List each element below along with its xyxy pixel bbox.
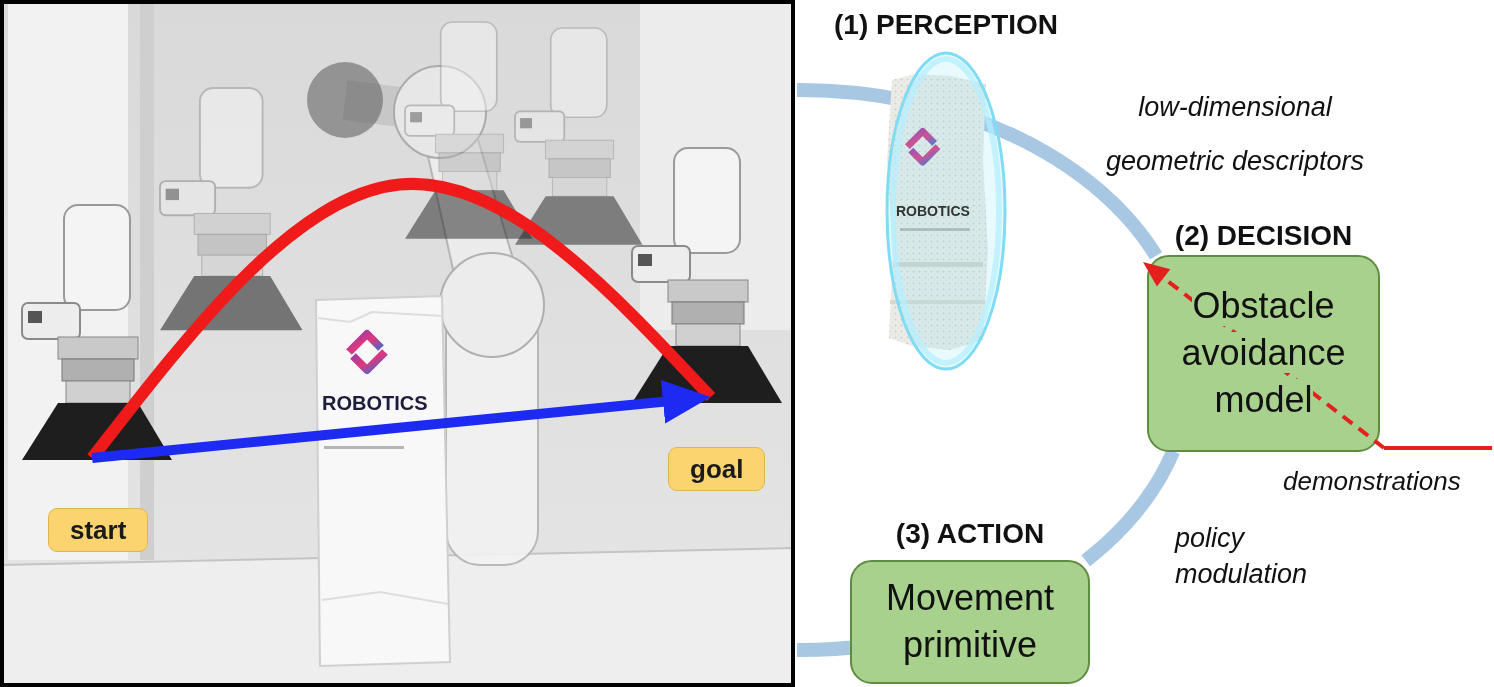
- photo-scene: [140, 0, 154, 560]
- cycle-connector: [1086, 451, 1174, 560]
- obstacle-box: [324, 446, 404, 449]
- obstacle-box: [322, 592, 448, 604]
- glow-ellipse: [884, 50, 1008, 372]
- gripper-poses: [515, 28, 643, 245]
- panel-frame: [2, 2, 793, 685]
- demonstration-arrow: [1143, 262, 1170, 287]
- body-line: Obstacle avoidance model: [1159, 283, 1368, 423]
- logo: [349, 334, 385, 370]
- photo-scene: [640, 0, 795, 330]
- logo: [353, 352, 385, 370]
- rounded-box: Obstacle avoidance model: [1147, 255, 1380, 452]
- edge-label: policy modulation: [1175, 520, 1315, 593]
- photo-scene: [0, 0, 795, 687]
- ellipse-glow: [893, 59, 999, 363]
- obstacle-box: [318, 312, 442, 322]
- gripper-poses: [160, 88, 303, 330]
- direct-arrow: [92, 399, 691, 458]
- photo-scene: [0, 548, 795, 687]
- robot-arm: [440, 253, 544, 357]
- box-logo-text: ROBOTICS: [322, 392, 428, 415]
- ellipse-outline: [884, 50, 1008, 372]
- position-tag: start: [48, 508, 148, 552]
- photo-scene: [0, 0, 795, 687]
- stage-heading: (3) ACTION: [850, 517, 1090, 551]
- position-tag: goal: [668, 447, 765, 491]
- gripper-poses: [22, 22, 782, 460]
- demonstration-arrow: [1164, 278, 1384, 448]
- cycle-connector: [1008, 133, 1156, 256]
- edge-label: low-dimensional geometric descriptors: [1095, 80, 1375, 188]
- box-body: Obstacle avoidance model: [1159, 283, 1368, 423]
- stage-heading: (2) DECISION: [1147, 219, 1380, 253]
- robot-arm: [307, 62, 383, 138]
- ellipse-outline: [887, 53, 1005, 369]
- connectors: [92, 133, 1173, 561]
- box-label: Obstacle avoidance model: [1181, 285, 1345, 420]
- trajectory-arc: [92, 184, 711, 458]
- box-body: Movement primitive: [862, 575, 1078, 669]
- robot-arm: [345, 100, 440, 112]
- robot-arm: [420, 112, 525, 310]
- robot-arm: [394, 66, 486, 158]
- obstacle-box: [316, 296, 450, 666]
- gripper-poses: [22, 205, 172, 460]
- rounded-box: Movement primitive: [850, 560, 1090, 684]
- logo: [349, 334, 381, 352]
- perception-ellipse: (1) PERCEPTION: [826, 8, 1066, 372]
- gripper-poses: [405, 22, 533, 239]
- photo-scene: [8, 0, 128, 560]
- demonstration-arrow: [1384, 446, 1492, 450]
- obstacle-box: [316, 296, 450, 666]
- stage-heading: (1) PERCEPTION: [826, 8, 1066, 42]
- tag-label: start: [70, 515, 126, 545]
- process-box: (2) DECISION Obstacle avoidance model: [1147, 219, 1380, 452]
- tag-label: goal: [690, 454, 743, 484]
- process-box: (3) ACTION Movement primitive: [850, 517, 1090, 684]
- robot-arm: [446, 300, 538, 565]
- body-line: Movement primitive: [862, 575, 1078, 669]
- gripper-poses: [632, 148, 782, 403]
- box-label: Movement primitive: [886, 577, 1054, 665]
- input-label: demonstrations: [1283, 467, 1461, 497]
- robot-arm: [307, 62, 544, 565]
